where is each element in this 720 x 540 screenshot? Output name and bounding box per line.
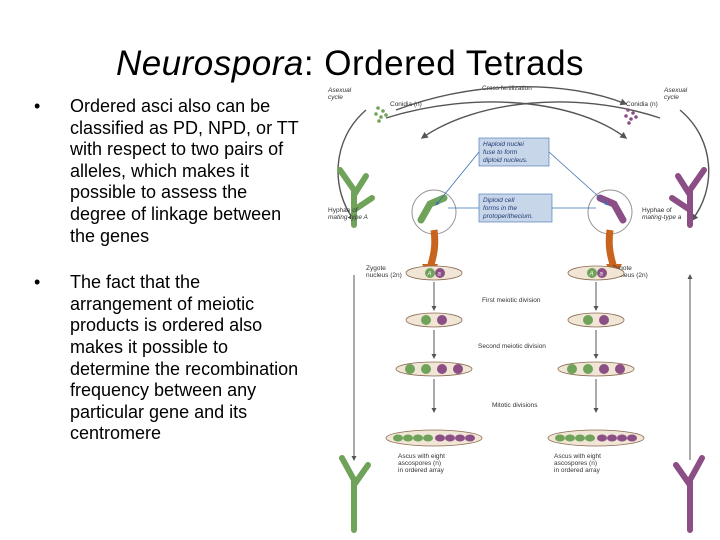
ascus-right-label-3: in ordered array [554, 467, 601, 474]
cross-fertilization-arrow-b [420, 101, 661, 139]
diploid-box-text-2: forms in the [483, 205, 517, 212]
allele-label: A [427, 272, 432, 278]
protoperithecium-right [596, 194, 627, 224]
zygote-left: A a [405, 265, 463, 281]
orange-arrow-left [426, 229, 439, 270]
ascus-left-label-2: ascospores (n) [398, 460, 441, 467]
haploid-nuclei-box [478, 137, 550, 167]
ascus-left-label: Ascus with eight [398, 453, 445, 460]
first-meiotic-label: First meiotic division [482, 297, 541, 304]
hyphae-right-label-2: mating-type a [642, 214, 682, 221]
asexual-cycle-left-arrow [337, 109, 367, 222]
bullet-item: • Ordered asci also can be classified as … [30, 96, 300, 247]
mitotic-divisions-label: Mitotic divisions [492, 402, 538, 409]
slide-title: Neurospora: Ordered Tetrads [0, 44, 700, 84]
ascus-right-label: Ascus with eight [554, 453, 601, 460]
haploid-box-text-2: fuse to form [483, 149, 518, 156]
ascus-right [547, 429, 645, 447]
hyphae-left [337, 167, 375, 228]
asexual-left-label: Asexual [327, 87, 352, 94]
asexual-right-label-2: cycle [664, 94, 679, 101]
bullet-marker: • [34, 272, 41, 293]
asexual-cycle-right-arrow [679, 109, 710, 222]
allele-label: a [600, 272, 604, 278]
first-division-right [567, 312, 625, 328]
zygote-left-label-2: nucleus (2n) [366, 272, 402, 279]
germinating-hyphae-left [339, 455, 371, 533]
neurospora-life-cycle-diagram: Asexual cycle Asexual cycle Cross fertil… [327, 85, 710, 533]
diploid-box-text-1: Diploid cell [483, 197, 515, 204]
ascus-left-label-3: in ordered array [398, 467, 445, 474]
bullet-item: • The fact that the arrangement of meioti… [30, 272, 300, 445]
second-division-left [395, 361, 473, 377]
diploid-box-text-3: protoperithecium. [482, 213, 533, 220]
conidia-right-label: Conidia (n) [626, 101, 658, 108]
asexual-left-label-2: cycle [328, 94, 343, 101]
conidia-left-dots [374, 106, 388, 123]
zygote-right: A a [567, 265, 625, 281]
conidia-right-dots [624, 108, 638, 125]
diploid-cell-box [478, 193, 553, 223]
second-division-right [557, 361, 635, 377]
zygote-right-label-2: nucleus (2n) [612, 272, 648, 279]
title-rest: : Ordered Tetrads [303, 44, 585, 83]
hyphae-left-label: Hyphae of [328, 207, 358, 214]
cross-fertilization-label: Cross fertilization [482, 85, 532, 92]
first-division-left [405, 312, 463, 328]
orange-arrow-right [605, 229, 618, 270]
cross-fertilization-arrow-a [385, 101, 628, 139]
second-meiotic-label: Second meiotic division [478, 343, 546, 350]
haploid-box-text-1: Haploid nuclei [483, 141, 524, 148]
protoperithecium-left [417, 194, 448, 224]
asexual-right-label: Asexual [663, 87, 688, 94]
ascus-left [385, 429, 483, 447]
pointer-line-1 [435, 151, 480, 206]
haploid-box-text-3: diploid nucleus. [483, 157, 528, 164]
cross-fertilization-arrow-top [395, 86, 628, 111]
germinating-hyphae-right [673, 455, 705, 533]
bullet-text: The fact that the arrangement of meiotic… [70, 272, 299, 444]
hyphae-right [669, 167, 707, 228]
allele-label: A [589, 272, 594, 278]
pointer-line-2 [548, 151, 609, 206]
hyphae-right-label: Hyphae of [642, 207, 672, 214]
bullet-list: • Ordered asci also can be classified as … [30, 96, 300, 470]
protoperithecium-left-outline [411, 189, 457, 235]
protoperithecium-right-outline [587, 189, 633, 235]
bullet-marker: • [34, 96, 41, 116]
zygote-right-label: Zygote [612, 265, 632, 272]
conidia-left-label: Conidia (n) [390, 101, 422, 108]
allele-label: a [438, 272, 442, 278]
hyphae-left-label-2: mating-type A [328, 214, 368, 221]
ascus-right-label-2: ascospores (n) [554, 460, 597, 467]
bullet-text: Ordered asci also can be classified as P… [70, 96, 299, 246]
zygote-left-label: Zygote [366, 265, 386, 272]
title-italic: Neurospora [115, 44, 304, 83]
